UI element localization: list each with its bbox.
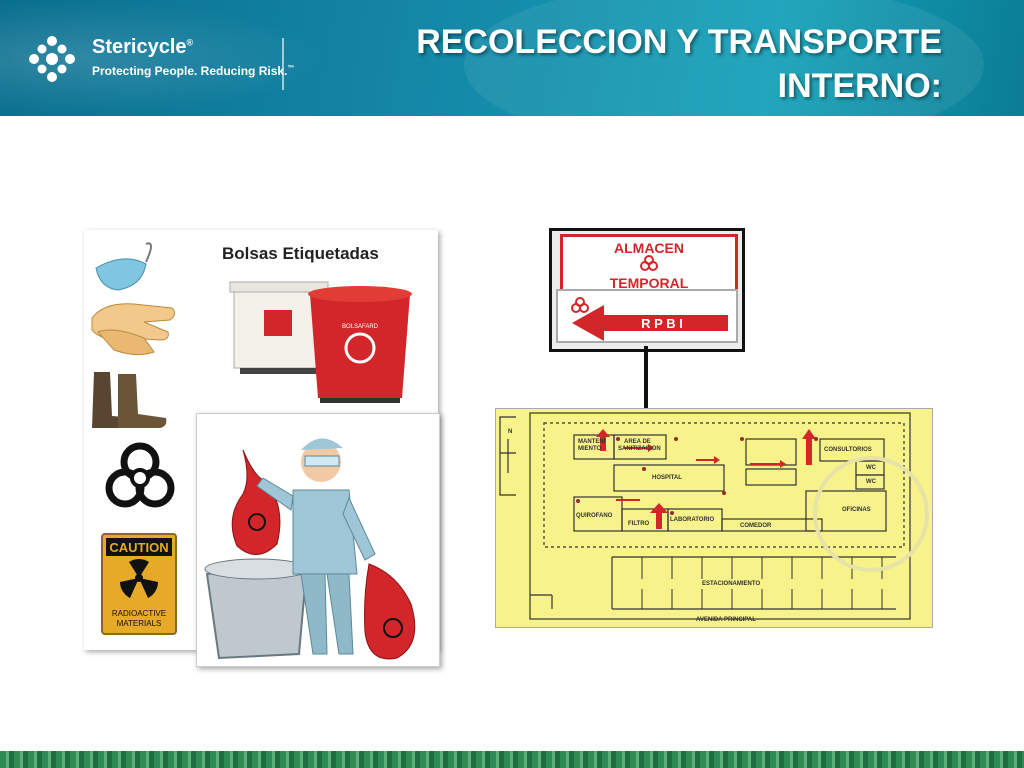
sign-top-panel: ALMACEN TEMPORAL: [560, 234, 738, 293]
temporary-storage-sign: ALMACEN TEMPORAL R P B I: [549, 228, 745, 352]
slide-title: RECOLECCION Y TRANSPORTE INTERNO:: [416, 20, 942, 108]
caution-sub2: MATERIALS: [117, 619, 162, 628]
waste-handler-illustration: [196, 413, 440, 667]
face-mask-icon: [95, 242, 152, 291]
map-label-consultorios: CONSULTORIOS: [824, 447, 872, 453]
map-label-estacionamiento: ESTACIONAMIENTO: [702, 581, 761, 587]
map-label-hospital: HOSPITAL: [652, 475, 682, 481]
biohazard-symbol-icon: [105, 442, 175, 508]
hospital-floor-plan: N MANTENI MIENTO AREA DE SANITIZACION HO…: [495, 408, 933, 628]
stericycle-logo-icon: [29, 36, 75, 82]
brand-tagline: Protecting People. Reducing Risk.™: [92, 64, 295, 78]
map-label-laboratorio: LABORATORIO: [670, 517, 715, 523]
map-label-quirofano: QUIROFANO: [576, 513, 613, 519]
rpbi-label: R P B I: [641, 316, 683, 331]
bin-label: BOLSAFARD: [342, 324, 379, 330]
slide-title-line1: RECOLECCION Y TRANSPORTE: [416, 23, 942, 61]
sign-biohazard-icon: [640, 255, 658, 271]
rpbi-arrow-icon: R P B I: [571, 297, 728, 341]
caution-label: CAUTION: [109, 540, 168, 555]
gloves-icon: [91, 303, 176, 356]
map-label-comedor: COMEDOR: [740, 523, 772, 529]
labeled-bags-heading: Bolsas Etiquetadas: [222, 244, 379, 263]
radioactive-caution-sign-icon: CAUTION RADIOACTIVE MATERIALS: [101, 533, 177, 635]
map-label-filtro: FILTRO: [628, 521, 650, 527]
slide-title-line2: INTERNO:: [777, 67, 942, 105]
north-label: N: [508, 429, 513, 435]
header-banner: Stericycle® Protecting People. Reducing …: [0, 0, 1024, 116]
boots-icon: [92, 372, 167, 428]
caution-sub1: RADIOACTIVE: [112, 609, 166, 618]
map-label-oficinas: OFICINAS: [842, 507, 871, 513]
white-biohazard-bin-icon: [229, 281, 329, 374]
header-wave: [464, 0, 984, 116]
red-biohazard-bin-icon: BOLSAFARD: [308, 286, 412, 403]
footer-band: [0, 751, 1024, 768]
sign-bottom-panel: R P B I: [556, 289, 738, 343]
route-arrows: [596, 429, 816, 529]
brand-name: Stericycle®: [92, 36, 194, 58]
ppe-illustrations: BOLSAFARD CAUTION RADIOACTIVE MATERIALS: [91, 242, 412, 635]
header-divider: [282, 38, 284, 90]
map-label-mantenimiento-2: MIENTO: [578, 446, 602, 452]
worker-icon: [204, 438, 416, 660]
map-label-avenida: AVENIDA PRINCIPAL: [696, 617, 756, 623]
map-label-area-2: SANITIZACION: [618, 446, 661, 452]
sign-line2: TEMPORAL: [609, 275, 689, 291]
map-label-wc-2: WC: [866, 479, 876, 485]
map-label-mantenimiento-1: MANTENI: [578, 439, 606, 445]
map-label-wc-1: WC: [866, 465, 876, 471]
map-label-area-1: AREA DE: [624, 439, 651, 445]
floor-plan-lines: [499, 412, 929, 620]
sign-line1: ALMACEN: [614, 240, 684, 256]
